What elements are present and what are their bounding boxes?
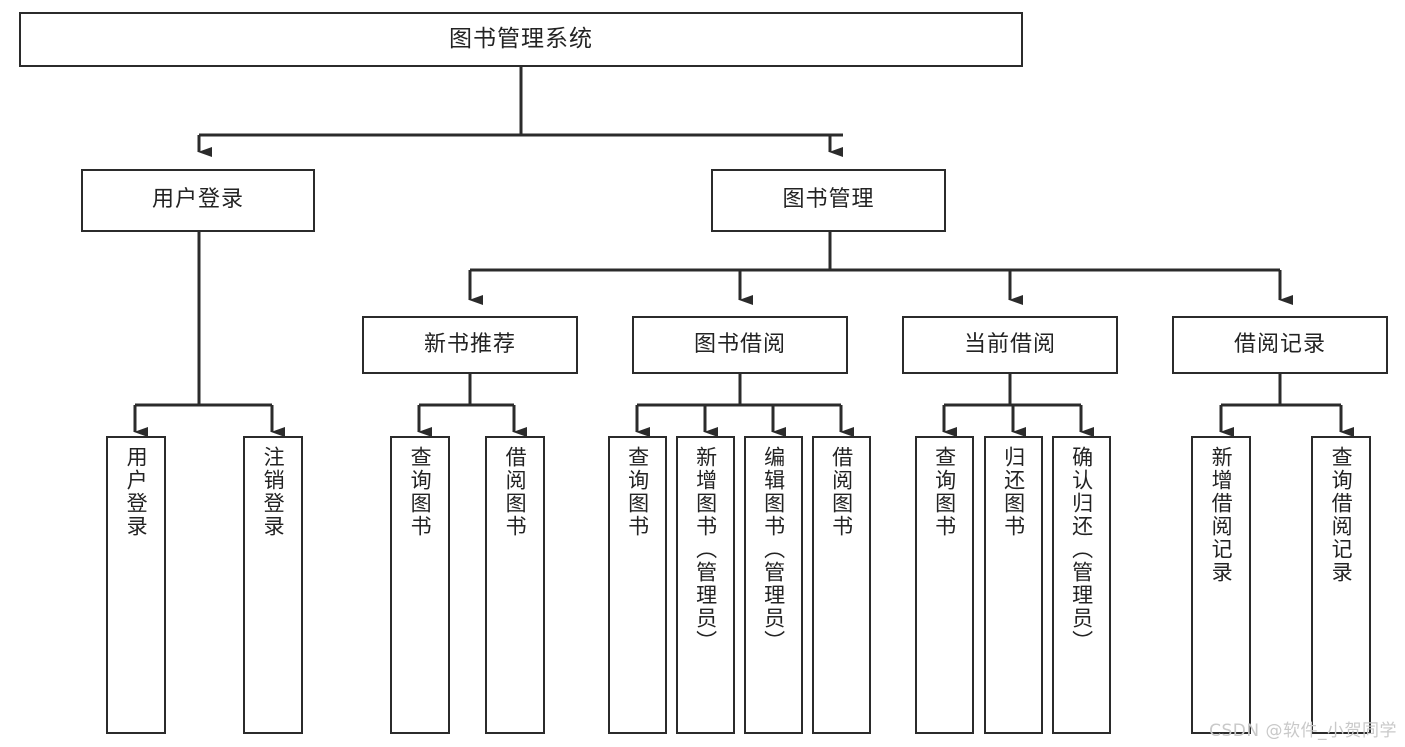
node-root[interactable]: 图书管理系统 bbox=[19, 12, 1023, 67]
node-leaf-user-login-label: 用户登录 bbox=[124, 446, 149, 538]
node-leaf-bb-edit-book-label: 编辑图书（管理员） bbox=[761, 446, 786, 653]
node-leaf-br-add-record[interactable]: 新增借阅记录 bbox=[1191, 436, 1251, 734]
node-leaf-bb-add-book-label: 新增图书（管理员） bbox=[693, 446, 718, 653]
node-leaf-cb-query-book-label: 查询图书 bbox=[932, 446, 957, 538]
node-leaf-bb-edit-book[interactable]: 编辑图书（管理员） bbox=[744, 436, 803, 734]
node-leaf-br-add-record-label: 新增借阅记录 bbox=[1209, 446, 1234, 584]
node-new-book-recommend-label: 新书推荐 bbox=[423, 331, 516, 357]
node-root-label: 图书管理系统 bbox=[449, 25, 593, 52]
csdn-watermark: CSDN @软件_小贺同学 bbox=[1209, 721, 1397, 741]
node-user-login[interactable]: 用户登录 bbox=[81, 169, 315, 232]
node-book-borrow[interactable]: 图书借阅 bbox=[632, 316, 848, 374]
node-leaf-cb-confirm-return-label: 确认归还（管理员） bbox=[1069, 446, 1094, 653]
node-leaf-bb-query-book[interactable]: 查询图书 bbox=[608, 436, 667, 734]
node-leaf-rec-borrow-book[interactable]: 借阅图书 bbox=[485, 436, 545, 734]
node-leaf-cb-query-book[interactable]: 查询图书 bbox=[915, 436, 974, 734]
node-leaf-cb-return-book-label: 归还图书 bbox=[1001, 446, 1026, 538]
node-leaf-rec-query-book-label: 查询图书 bbox=[408, 446, 433, 538]
node-book-manage-label: 图书管理 bbox=[782, 187, 875, 213]
node-leaf-cb-confirm-return[interactable]: 确认归还（管理员） bbox=[1052, 436, 1111, 734]
node-new-book-recommend[interactable]: 新书推荐 bbox=[362, 316, 578, 374]
node-leaf-bb-add-book[interactable]: 新增图书（管理员） bbox=[676, 436, 735, 734]
node-leaf-cb-return-book[interactable]: 归还图书 bbox=[984, 436, 1043, 734]
node-leaf-bb-query-book-label: 查询图书 bbox=[625, 446, 650, 538]
node-leaf-user-logout-label: 注销登录 bbox=[261, 446, 286, 538]
node-book-borrow-label: 图书借阅 bbox=[693, 331, 786, 357]
node-leaf-bb-borrow-book-label: 借阅图书 bbox=[829, 446, 854, 538]
node-user-login-label: 用户登录 bbox=[151, 187, 244, 213]
node-current-borrow-label: 当前借阅 bbox=[963, 331, 1056, 357]
node-leaf-bb-borrow-book[interactable]: 借阅图书 bbox=[812, 436, 871, 734]
node-leaf-br-query-record-label: 查询借阅记录 bbox=[1329, 446, 1354, 584]
node-leaf-rec-query-book[interactable]: 查询图书 bbox=[390, 436, 450, 734]
node-leaf-user-logout[interactable]: 注销登录 bbox=[243, 436, 303, 734]
node-current-borrow[interactable]: 当前借阅 bbox=[902, 316, 1118, 374]
node-borrow-record[interactable]: 借阅记录 bbox=[1172, 316, 1388, 374]
node-leaf-br-query-record[interactable]: 查询借阅记录 bbox=[1311, 436, 1371, 734]
node-borrow-record-label: 借阅记录 bbox=[1233, 331, 1326, 357]
node-book-manage[interactable]: 图书管理 bbox=[711, 169, 946, 232]
node-leaf-rec-borrow-book-label: 借阅图书 bbox=[503, 446, 528, 538]
node-leaf-user-login[interactable]: 用户登录 bbox=[106, 436, 166, 734]
